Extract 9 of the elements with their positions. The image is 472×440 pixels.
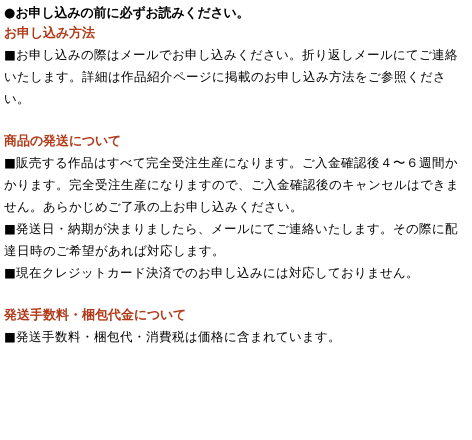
section-heading: 商品の発送について <box>4 132 122 151</box>
paragraph: ■お申し込みの際はメールでお申し込みください。折り返しメールにてご連絡いたします。詳細は作品紹介ページに掲載のお申し込み方法をご参照ください。 <box>4 46 459 108</box>
page-title: ●お申し込みの前に必ずお読みください。 <box>4 4 250 23</box>
section-heading: お申し込み方法 <box>4 24 96 43</box>
paragraph: ■発送手数料・梱包代・消費税は価格に含まれています。 <box>4 328 342 346</box>
paragraph: ■現在クレジットカード決済でのお申し込みには対応しておりません。 <box>4 264 420 282</box>
section-heading: 発送手数料・梱包代金について <box>4 306 187 325</box>
paragraph: ■発送日・納期が決まりましたら、メールにてご連絡いたします。その際に配達日時のご希望があれば対応します。 <box>4 220 459 260</box>
paragraph: ■販売する作品はすべて完全受注生産になります。ご入金確認後４〜６週間かかります。完全受注生産になりますので、ご入金確認後のキャンセルはできません。あらかじめご了承の上お申し込みください。 <box>4 154 460 216</box>
